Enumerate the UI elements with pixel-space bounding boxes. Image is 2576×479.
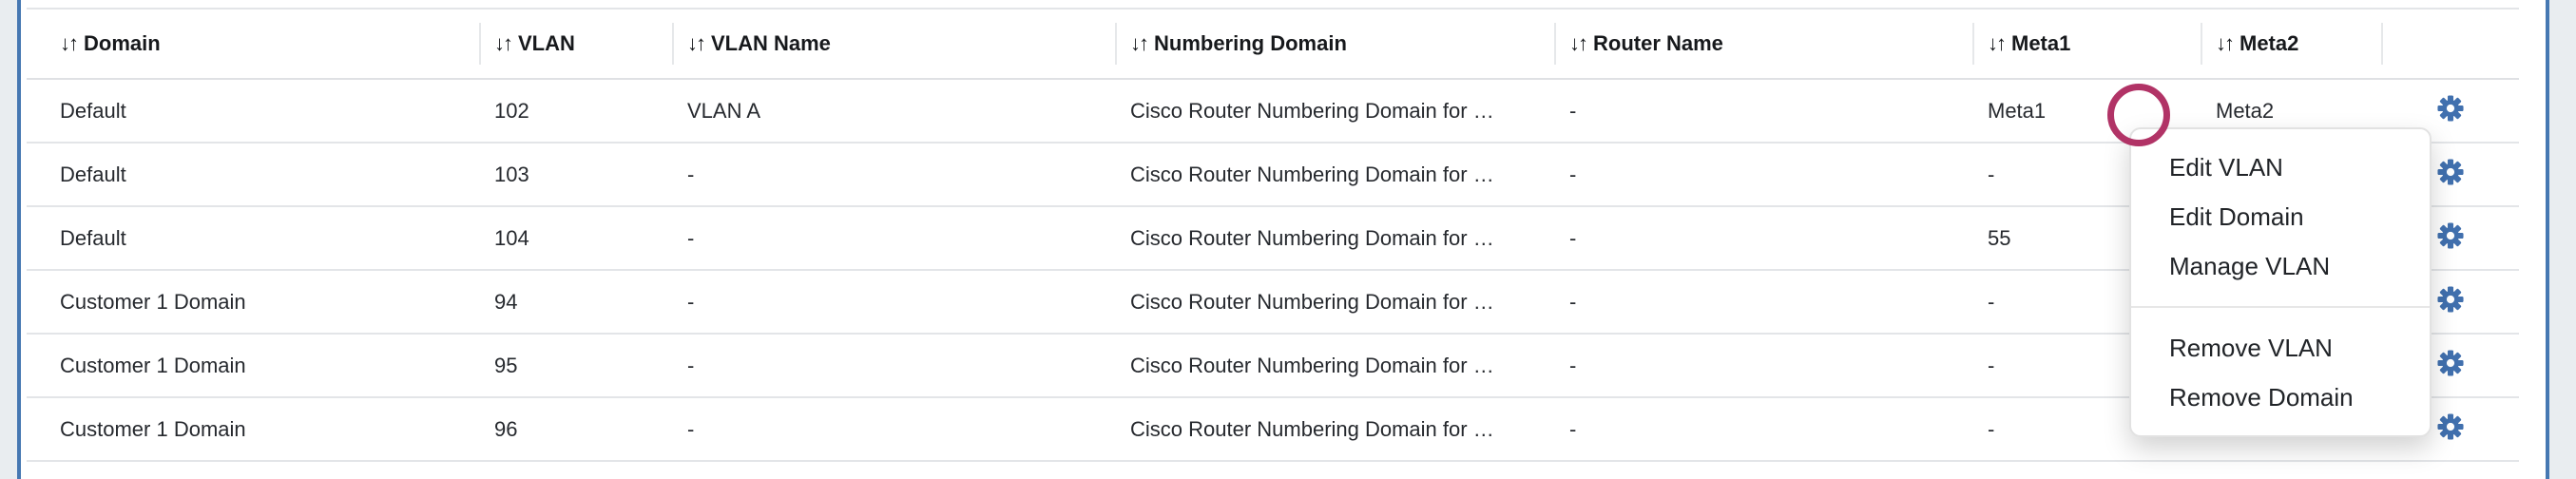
cell-domain: Default: [27, 143, 479, 207]
cell-vlan: 102: [479, 79, 672, 144]
cell-vlan: 96: [479, 397, 672, 462]
cell-domain: Customer 1 Domain: [27, 270, 479, 335]
column-header-vlan[interactable]: ↓↑VLAN: [479, 9, 672, 80]
gear-icon[interactable]: [2436, 349, 2464, 376]
menu-item-manage-vlan[interactable]: Manage VLAN: [2169, 252, 2331, 280]
column-header-actions: [2381, 9, 2519, 80]
column-label: VLAN: [518, 31, 575, 55]
cell-vlan-name: -: [672, 334, 1115, 398]
column-label: Numbering Domain: [1154, 31, 1347, 55]
cell-vlan: 94: [479, 270, 672, 335]
row-context-menu: Edit VLAN Edit Domain Manage VLAN Remove…: [2129, 127, 2432, 437]
sort-icon: ↓↑: [60, 31, 79, 55]
sort-icon: ↓↑: [687, 31, 706, 55]
table-row: Customer 1 Domain 95 - Cisco Router Numb…: [27, 334, 2519, 398]
cell-numbering-domain: Cisco Router Numbering Domain for …: [1115, 79, 1554, 144]
cell-vlan: 103: [479, 143, 672, 207]
cell-vlan-name: -: [672, 397, 1115, 462]
cell-vlan-name: -: [672, 206, 1115, 271]
column-label: VLAN Name: [711, 31, 831, 55]
cell-vlan-name: -: [672, 143, 1115, 207]
left-accent-line: [17, 0, 21, 479]
menu-item-edit-vlan[interactable]: Edit VLAN: [2169, 153, 2283, 182]
column-label: Meta1: [2011, 31, 2071, 55]
menu-item-remove-domain[interactable]: Remove Domain: [2169, 383, 2354, 412]
menu-divider: [2131, 306, 2430, 308]
cell-router-name: -: [1554, 206, 1972, 271]
menu-item-remove-vlan[interactable]: Remove VLAN: [2169, 334, 2333, 362]
column-header-vlan-name[interactable]: ↓↑VLAN Name: [672, 9, 1115, 80]
sort-icon: ↓↑: [2216, 31, 2235, 55]
sort-icon: ↓↑: [1569, 31, 1588, 55]
cell-domain: Default: [27, 206, 479, 271]
cell-router-name: -: [1554, 270, 1972, 335]
cell-numbering-domain: Cisco Router Numbering Domain for …: [1115, 334, 1554, 398]
click-annotation-circle: [2107, 84, 2170, 146]
cell-vlan: 95: [479, 334, 672, 398]
cell-router-name: -: [1554, 143, 1972, 207]
sort-icon: ↓↑: [1988, 31, 2007, 55]
gear-icon[interactable]: [2436, 412, 2464, 440]
table-row: Default 102 VLAN A Cisco Router Numberin…: [27, 79, 2519, 144]
cell-numbering-domain: Cisco Router Numbering Domain for …: [1115, 397, 1554, 462]
cell-domain: Customer 1 Domain: [27, 397, 479, 462]
cell-router-name: -: [1554, 397, 1972, 462]
cell-vlan-name: -: [672, 270, 1115, 335]
cell-numbering-domain: Cisco Router Numbering Domain for …: [1115, 143, 1554, 207]
column-label: Domain: [84, 31, 161, 55]
cell-domain: Customer 1 Domain: [27, 334, 479, 398]
gear-icon[interactable]: [2436, 285, 2464, 313]
gear-icon[interactable]: [2436, 221, 2464, 249]
cell-domain: Default: [27, 79, 479, 144]
column-header-router-name[interactable]: ↓↑Router Name: [1554, 9, 1972, 80]
cell-numbering-domain: Cisco Router Numbering Domain for …: [1115, 270, 1554, 335]
menu-item-edit-domain[interactable]: Edit Domain: [2169, 202, 2304, 231]
column-header-domain[interactable]: ↓↑Domain: [27, 9, 479, 80]
column-label: Meta2: [2240, 31, 2299, 55]
sort-icon: ↓↑: [1130, 31, 1149, 55]
gear-icon[interactable]: [2436, 158, 2464, 185]
sort-icon: ↓↑: [494, 31, 513, 55]
cell-vlan: 104: [479, 206, 672, 271]
table-header-row: ↓↑Domain ↓↑VLAN ↓↑VLAN Name ↓↑Numbering …: [27, 9, 2519, 80]
column-header-meta1[interactable]: ↓↑Meta1: [1972, 9, 2201, 80]
gear-icon[interactable]: [2436, 94, 2464, 122]
cell-vlan-name: VLAN A: [672, 79, 1115, 144]
column-header-meta2[interactable]: ↓↑Meta2: [2201, 9, 2381, 80]
cell-router-name: -: [1554, 79, 1972, 144]
column-header-numbering-domain[interactable]: ↓↑Numbering Domain: [1115, 9, 1554, 80]
vlan-table: ↓↑Domain ↓↑VLAN ↓↑VLAN Name ↓↑Numbering …: [27, 8, 2519, 462]
column-label: Router Name: [1593, 31, 1723, 55]
cell-numbering-domain: Cisco Router Numbering Domain for …: [1115, 206, 1554, 271]
cell-router-name: -: [1554, 334, 1972, 398]
right-accent-line: [2546, 0, 2549, 479]
